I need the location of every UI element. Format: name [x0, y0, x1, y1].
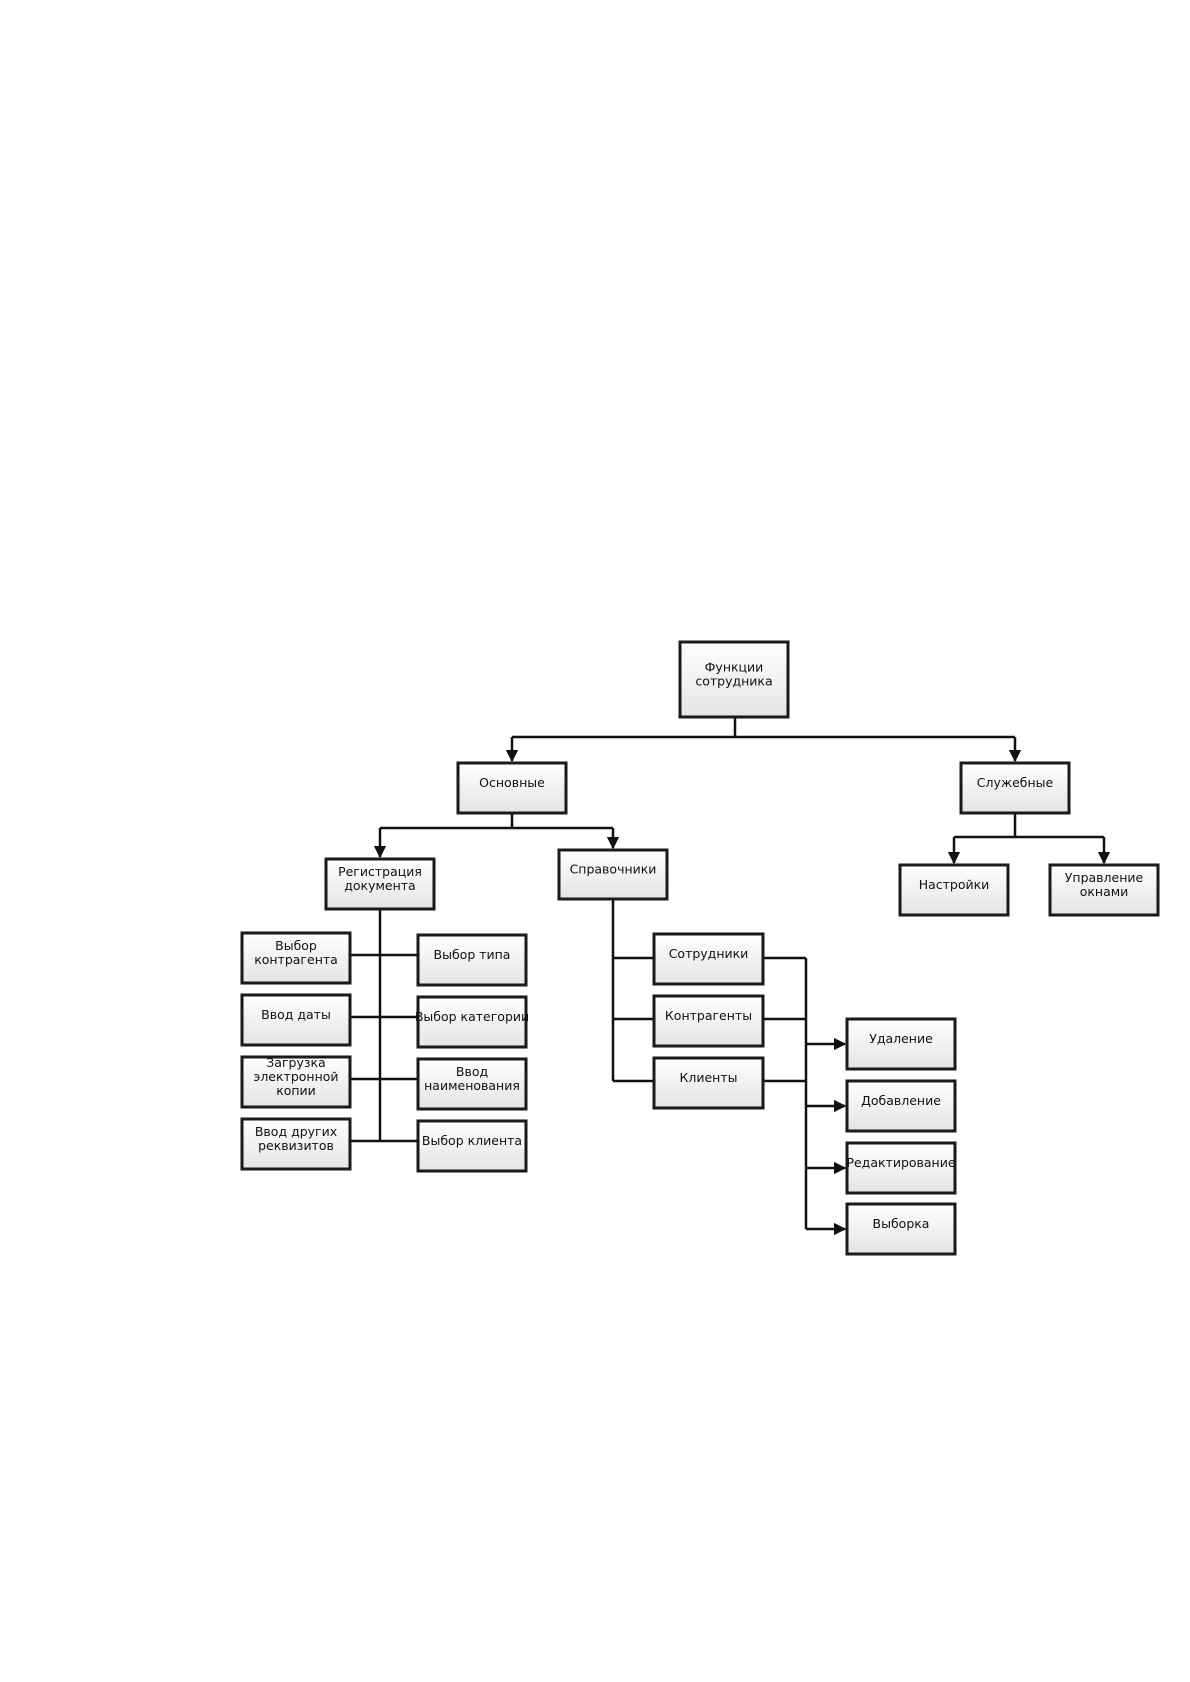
vvod-naimenovaniya-box	[416, 1057, 528, 1111]
node-klienty: Клиенты	[652, 1056, 765, 1110]
sotrudniki-label-line: Сотрудники	[669, 946, 749, 961]
nastroyki-label-line: Настройки	[919, 877, 990, 892]
edge-spravochniki-branches	[613, 956, 654, 1083]
root-label-line: Функции	[705, 660, 764, 675]
upravlenie-oknami-box	[1048, 863, 1160, 917]
spravochniki-label-line: Справочники	[570, 862, 657, 877]
zagruzka-kopii-label-line: копии	[276, 1083, 316, 1098]
zagruzka-kopii-label-line: Загрузка	[266, 1055, 325, 1070]
node-sluzhebnye: Служебные	[959, 761, 1071, 815]
vybor-kontragenta-label-line: Выбор	[275, 938, 317, 953]
node-udalenie: Удаление	[845, 1017, 957, 1071]
redaktirovanie-box	[845, 1141, 957, 1195]
kontragenty-box	[652, 994, 765, 1048]
node-dobavlenie: Добавление	[845, 1079, 957, 1133]
node-vyborka: Выборка	[845, 1202, 957, 1256]
registratsiya-box	[324, 857, 436, 911]
vybor-kontragenta-box	[240, 931, 352, 985]
vybor-kategorii-box	[416, 995, 528, 1049]
spravochniki-box	[557, 848, 669, 901]
vvod-rekvizitov-label-line: реквизитов	[258, 1138, 334, 1153]
registratsiya-label-line: документа	[344, 878, 415, 893]
node-spravochniki: Справочники	[557, 848, 669, 901]
vvod-daty-label-line: Ввод даты	[261, 1007, 331, 1022]
vybor-klienta-label-line: Выбор клиента	[422, 1133, 522, 1148]
vyborka-box	[845, 1202, 957, 1256]
vybor-tipa-label-line: Выбор типа	[434, 947, 511, 962]
upravlenie-oknami-label-line: Управление	[1065, 870, 1144, 885]
nastroyki-box	[898, 863, 1010, 917]
vybor-klienta-box	[416, 1119, 528, 1173]
kontragenty-label-line: Контрагенты	[665, 1008, 752, 1023]
klienty-box	[652, 1056, 765, 1110]
node-kontragenty: Контрагенты	[652, 994, 765, 1048]
edge-root-bus	[512, 717, 1015, 739]
klienty-label-line: Клиенты	[679, 1070, 737, 1085]
node-nastroyki: Настройки	[898, 863, 1010, 917]
vvod-rekvizitov-box	[240, 1117, 352, 1171]
redaktirovanie-label-line: Редактирование	[846, 1155, 955, 1170]
sotrudniki-box	[652, 932, 765, 986]
sluzhebnye-box	[959, 761, 1071, 815]
upravlenie-oknami-label-line: окнами	[1080, 884, 1129, 899]
node-osnovnye: Основные	[456, 761, 568, 815]
dobavlenie-label-line: Добавление	[861, 1093, 941, 1108]
vybor-kontragenta-label-line: контрагента	[254, 952, 338, 967]
node-vybor-tipa: Выбор типа	[416, 933, 528, 987]
sluzhebnye-label-line: Служебные	[977, 775, 1054, 790]
vvod-naimenovaniya-label-line: наименования	[424, 1078, 520, 1093]
root-label-line: сотрудника	[695, 674, 772, 689]
node-vybor-klienta: Выбор клиента	[416, 1119, 528, 1173]
dobavlenie-box	[845, 1079, 957, 1133]
node-sotrudniki: Сотрудники	[652, 932, 765, 986]
vvod-rekvizitov-label-line: Ввод других	[255, 1124, 337, 1139]
node-redaktirovanie: Редактирование	[845, 1141, 957, 1195]
node-vybor-kategorii: Выбор категории	[415, 995, 529, 1049]
edge-registratsiya-left-branches	[350, 953, 380, 1143]
vvod-naimenovaniya-label-line: Ввод	[456, 1064, 488, 1079]
registratsiya-label-line: Регистрация	[338, 864, 422, 879]
edge-registratsiya-right-branches	[380, 953, 418, 1143]
connectors	[350, 717, 1111, 1236]
root-box	[678, 640, 790, 719]
udalenie-box	[845, 1017, 957, 1071]
udalenie-label-line: Удаление	[869, 1031, 933, 1046]
node-vvod-daty: Ввод даты	[240, 993, 352, 1047]
edge-osnovnye-bus	[380, 813, 613, 830]
edge-actions-feeders	[763, 956, 806, 1083]
zagruzka-kopii-box	[240, 1055, 352, 1109]
vvod-daty-box	[240, 993, 352, 1047]
vybor-kategorii-label-line: Выбор категории	[415, 1009, 529, 1024]
osnovnye-label-line: Основные	[479, 775, 545, 790]
osnovnye-box	[456, 761, 568, 815]
vybor-tipa-box	[416, 933, 528, 987]
edge-sluzhebnye-bus	[954, 813, 1104, 839]
vyborka-label-line: Выборка	[873, 1216, 930, 1231]
zagruzka-kopii-label-line: электронной	[253, 1069, 338, 1084]
